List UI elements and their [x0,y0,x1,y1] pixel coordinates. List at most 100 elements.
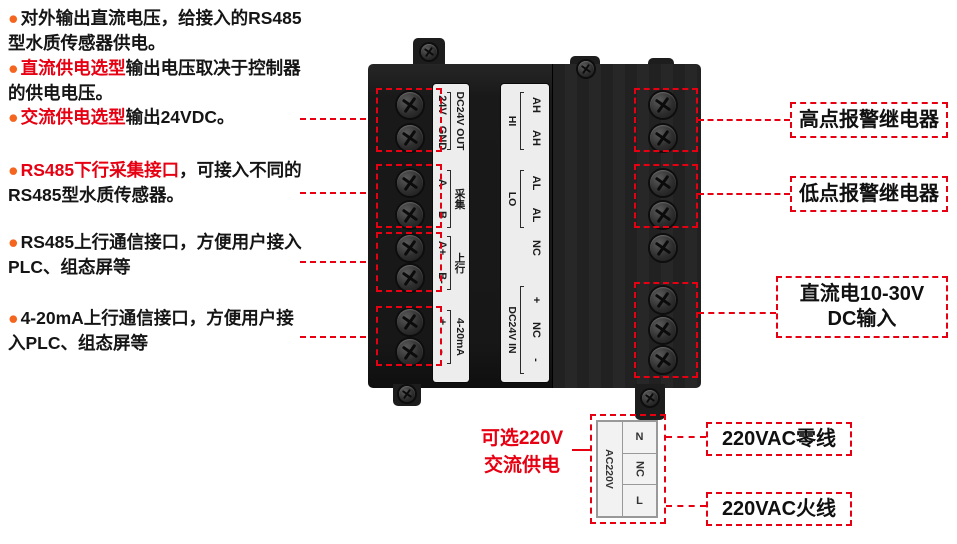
terminal-label: GND [436,125,448,151]
label-dc-input: 直流电10-30V DC输入 [776,276,948,338]
mounting-screw-icon [399,386,415,402]
mounting-screw-icon [642,390,658,406]
ac-terminal-column: N NC L [623,422,656,516]
label-high-alarm-relay: 高点报警继电器 [790,102,948,138]
bullet-icon: ● [8,160,19,180]
group-label: DC24V IN [506,306,518,354]
ac-terminal-l: L [623,485,656,516]
note-line: ●对外输出直流电压，给接入的RS485型水质传感器供电。 [8,6,310,56]
note-text: 4-20mA上行通信接口，方便用户接入PLC、组态屏等 [8,308,294,353]
bullet-icon: ● [8,8,19,28]
terminal-label: B- [436,272,448,284]
right-label-strip: HI LO DC24V IN AH AH AL AL NC + NC - [501,84,549,382]
terminal-label: AH [530,97,542,113]
terminal-screw [397,265,423,291]
note-text: RS485上行通信接口，方便用户接入PLC、组态屏等 [8,232,302,277]
connector-line [666,505,706,507]
connector-line [300,192,376,194]
connector-line [300,261,376,263]
highlight-box-ac220v [590,414,666,524]
terminal-screw [650,125,676,151]
highlight-box-dc-input [634,282,698,378]
note-dc-output: ●对外输出直流电压，给接入的RS485型水质传感器供电。 ●直流供电选型输出电压… [8,6,310,130]
terminal-label: A [436,179,448,187]
mounting-screw-icon [421,44,437,60]
terminal-label: NC [633,461,646,477]
terminal-label: NC [530,240,542,256]
bullet-icon: ● [8,308,19,328]
terminal-screw [397,92,423,118]
terminal-label: B [436,211,448,219]
terminal-screw [397,202,423,228]
group-bracket [447,170,451,228]
highlight-box-rs485-down [376,164,442,228]
terminal-screw [397,125,423,151]
mounting-screw-icon [578,61,594,77]
label-low-alarm-relay: 低点报警继电器 [790,176,948,212]
note-line: ●RS485上行通信接口，方便用户接入PLC、组态屏等 [8,230,310,280]
mounting-tab [648,58,674,68]
terminal-label: - [436,350,448,354]
highlight-box-high-alarm [634,88,698,152]
terminal-label: - [530,358,542,362]
label-text: 高点报警继电器 [799,108,939,131]
terminal-label: 24V [436,95,448,115]
terminal-label: + [436,318,448,326]
note-text: ，可接入不同的RS485型水质传感器。 [8,160,302,205]
ac-label-column: AC220V [598,422,623,516]
terminal-label: L [636,494,643,507]
group-bracket [520,92,524,150]
terminal-label: AL [530,175,542,191]
bullet-icon: ● [8,232,19,252]
highlight-box-low-alarm [634,164,698,228]
terminal-screw [650,170,676,196]
terminal-label: AH [530,130,542,146]
terminal-label: A+ [436,240,448,256]
terminal-screw [650,287,676,313]
bullet-icon: ● [8,57,19,78]
note-420ma-uplink: ●4-20mA上行通信接口，方便用户接入PLC、组态屏等 [8,306,310,356]
label-text: 220VAC零线 [721,427,837,450]
note-text: 对外输出直流电压，给接入的RS485型水质传感器供电。 [8,8,302,53]
connector-line [698,312,776,314]
label-text: 低点报警继电器 [799,182,939,205]
terminal-screw [650,235,676,261]
note-highlight: 直流供电选型 [20,57,126,78]
note-text: 交流供电 [483,454,560,476]
connector-line [666,436,706,438]
terminal-screw [650,317,676,343]
terminal-screw [397,309,423,335]
connector-line [300,118,376,120]
note-line: ●4-20mA上行通信接口，方便用户接入PLC、组态屏等 [8,306,310,356]
group-bracket [520,286,524,374]
terminal-label: NC [530,322,542,338]
connector-line [300,336,376,338]
note-text: 可选220V [480,428,564,449]
group-label: HI [506,115,518,127]
terminal-label: + [530,296,542,304]
label-text: 直流电10-30V [799,283,925,305]
ac-terminal-nc: NC [623,454,656,486]
terminal-label: N [635,431,644,444]
note-highlight: RS485下行采集接口 [20,160,180,180]
note-rs485-uplink: ●RS485上行通信接口，方便用户接入PLC、组态屏等 [8,230,310,280]
terminal-label: AL [530,207,542,223]
group-bracket [447,236,451,290]
group-label: 上行 [453,252,466,274]
group-label: DC24V OUT [454,91,466,151]
group-label: 采集 [453,188,466,210]
terminal-screw [650,92,676,118]
connector-line [698,119,790,121]
terminal-screw [650,347,676,373]
group-bracket [447,92,451,150]
label-text: DC输入 [827,308,897,330]
highlight-box-rs485-up [376,232,442,292]
note-line: ●RS485下行采集接口，可接入不同的RS485型水质传感器。 [8,158,310,208]
ac-terminal-n: N [623,422,656,454]
label-ac-live: 220VAC火线 [706,492,852,526]
terminal-screw [397,170,423,196]
group-label: LO [506,191,518,207]
ac-terminal-block: AC220V N NC L [596,420,658,518]
connector-line [572,449,590,451]
connector-line [698,193,790,195]
